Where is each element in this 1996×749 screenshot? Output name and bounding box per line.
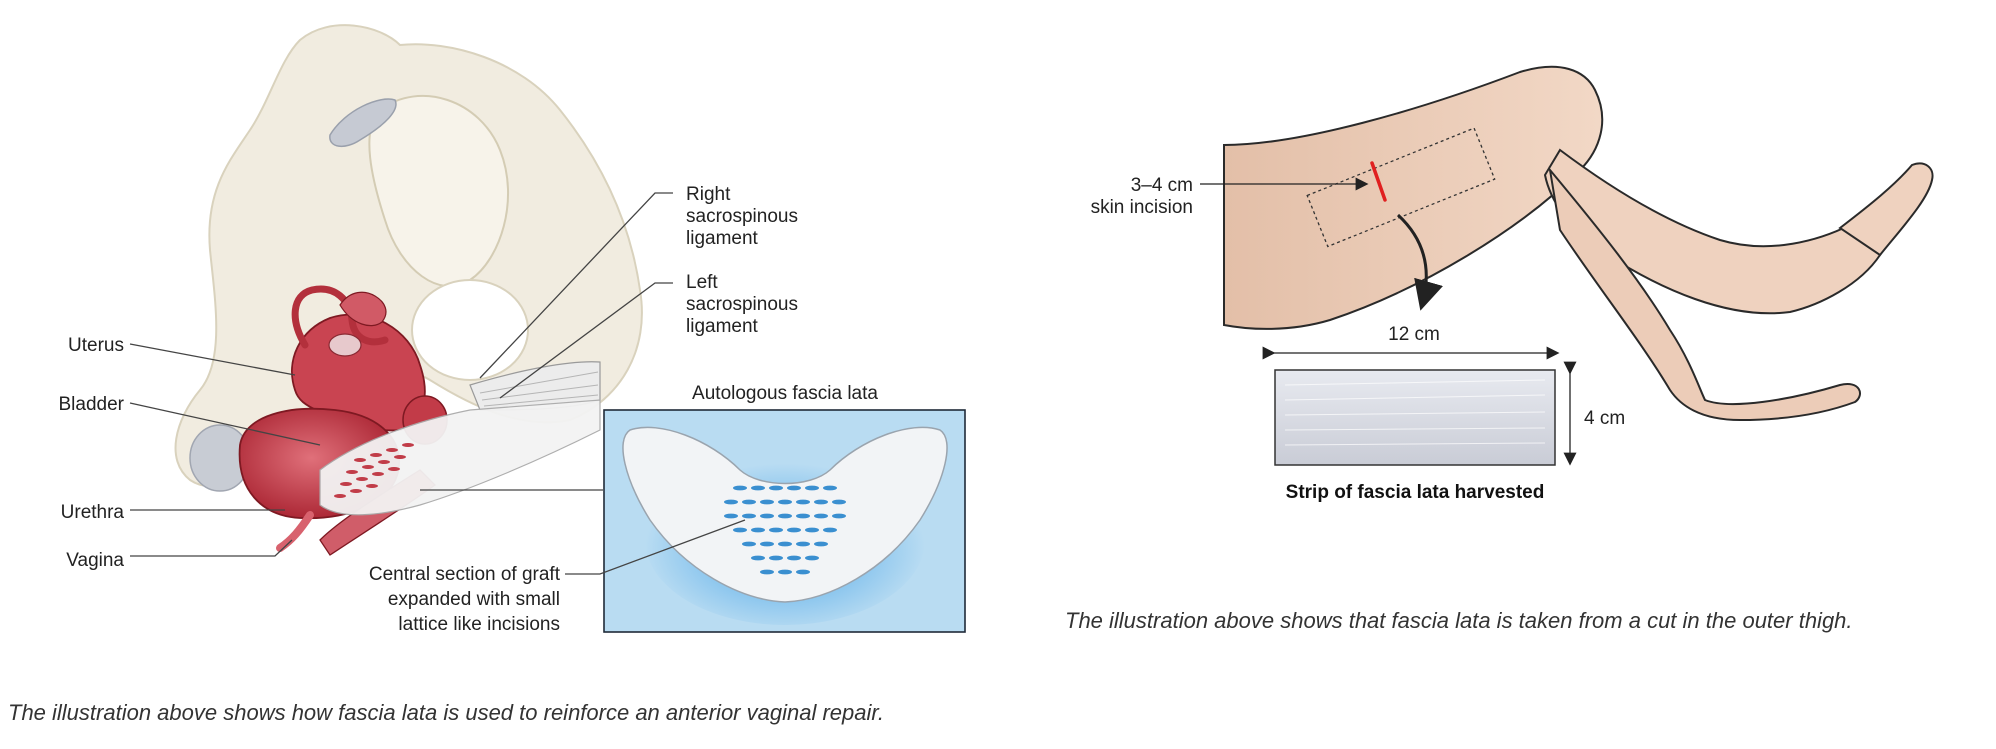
lattice-incision (742, 541, 756, 547)
label-uterus: Uterus (68, 335, 124, 356)
lattice-incision (823, 485, 837, 491)
ligament-top (329, 98, 397, 147)
fallopian-tube (291, 285, 389, 349)
label-right-ligament-1: Right (686, 184, 731, 205)
lattice-incision (760, 541, 774, 547)
label-graft-3: lattice like incisions (398, 614, 560, 635)
lattice-incision (724, 499, 738, 505)
fascia-strip (1274, 369, 1556, 466)
lattice-incision (823, 527, 837, 533)
label-length: 12 cm (1388, 324, 1440, 345)
lattice-incision (787, 485, 801, 491)
harvest-arrow (1396, 213, 1444, 311)
lattice-incision (751, 527, 765, 533)
incision-mark (1370, 161, 1387, 202)
caption-right: The illustration above shows that fascia… (1065, 608, 1853, 633)
label-bladder: Bladder (59, 394, 125, 415)
lattice-incision (778, 569, 792, 575)
label-left-ligament-2: sacrospinous (686, 294, 798, 315)
lattice-incision (814, 513, 828, 519)
label-width: 4 cm (1584, 408, 1625, 429)
lattice-incision (805, 555, 819, 561)
lattice-incision (787, 527, 801, 533)
foot-top (1838, 162, 1934, 257)
lattice-incision (778, 541, 792, 547)
graft-sheet (319, 399, 601, 516)
graft-lattice (334, 443, 414, 498)
pelvis-illustration: Uterus Bladder Urethra Vagina Right sacr… (59, 24, 966, 635)
lattice-incision (814, 499, 828, 505)
label-left-ligament-1: Left (686, 272, 718, 293)
uterus-leader (129, 343, 296, 376)
fimbria (339, 291, 387, 327)
lattice-incision (733, 485, 747, 491)
lattice-incision (742, 513, 756, 519)
lattice-incision (760, 569, 774, 575)
label-incision-2: skin incision (1091, 197, 1193, 218)
lattice-incision (769, 527, 783, 533)
label-right-ligament-2: sacrospinous (686, 206, 798, 227)
right-ligament-leader (479, 192, 673, 379)
lattice-incision (751, 485, 765, 491)
lattice-incision (796, 541, 810, 547)
vagina-leader (130, 539, 293, 557)
lattice-incision (805, 485, 819, 491)
urethra (276, 511, 314, 552)
label-left-ligament-3: ligament (686, 316, 759, 337)
lattice-incision (814, 541, 828, 547)
strip-texture (1284, 379, 1546, 446)
lattice-incision (796, 569, 810, 575)
lattice-incision (724, 513, 738, 519)
label-right-ligament-3: ligament (686, 228, 759, 249)
graft-inset: Autologous fascia lata Central section o… (369, 383, 966, 635)
label-vagina: Vagina (66, 550, 124, 571)
label-urethra: Urethra (61, 502, 125, 523)
lattice-incision (751, 555, 765, 561)
ovary (328, 333, 362, 357)
lattice-incision (796, 513, 810, 519)
label-graft-1: Central section of graft (369, 564, 561, 585)
lattice-incision (832, 513, 846, 519)
graft-note-leader (565, 519, 746, 575)
obturator-foramen (411, 279, 529, 381)
bladder-leader (129, 402, 321, 446)
lattice-incision (778, 513, 792, 519)
lattice-incision (769, 485, 783, 491)
left-ligament-leader (499, 282, 673, 399)
lattice-incision (832, 499, 846, 505)
other-leg (1548, 166, 1861, 422)
caption-left: The illustration above shows how fascia … (8, 700, 884, 725)
lattice-incision (805, 527, 819, 533)
lattice-incision (796, 499, 810, 505)
thigh (1223, 65, 1604, 330)
label-graft-2: expanded with small (388, 589, 560, 610)
inset-title: Autologous fascia lata (692, 383, 878, 404)
strip-title: Strip of fascia lata harvested (1286, 482, 1545, 503)
lattice-incision (733, 527, 747, 533)
lattice-incision (742, 499, 756, 505)
leg-illustration: 3–4 cm skin incision 12 cm 4 cm Strip of… (1091, 65, 1934, 503)
lattice-incision (787, 555, 801, 561)
harvest-area (1306, 127, 1496, 248)
graft-incisions (724, 485, 846, 575)
lattice-incision (760, 513, 774, 519)
lattice-incision (769, 555, 783, 561)
lattice-incision (760, 499, 774, 505)
label-incision-1: 3–4 cm (1131, 175, 1193, 196)
lattice-incision (778, 499, 792, 505)
